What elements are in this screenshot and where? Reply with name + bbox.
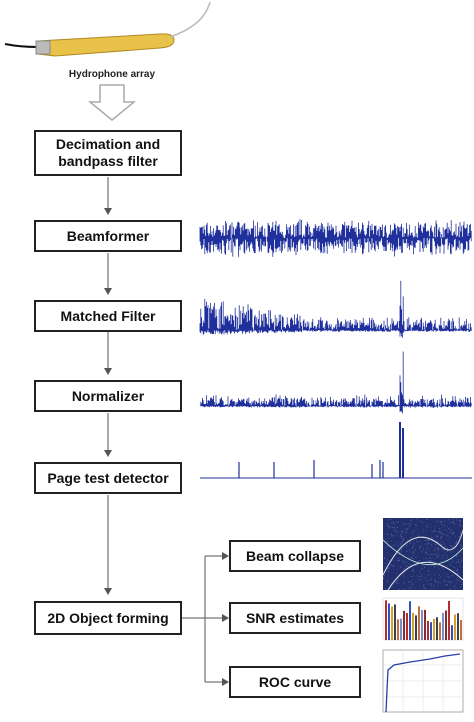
matched-filter-label: Matched Filter (60, 307, 156, 324)
page-test-detector-label: Page test detector (47, 469, 169, 486)
snr-estimates-label: SNR estimates (245, 609, 345, 626)
snr-estimates-thumbnail (382, 597, 464, 641)
roc-curve-box: ROC curve (229, 666, 361, 698)
decimation-bandpass-box: Decimation and bandpass filter (34, 130, 182, 176)
hollow-arrow-icon (87, 84, 137, 121)
normalizer-box: Normalizer (34, 380, 182, 412)
roc-curve-thumbnail (382, 649, 464, 713)
hydrophone-array-label: Hydrophone array (69, 69, 156, 80)
object-forming-box: 2D Object forming (34, 601, 182, 635)
pipeline-connectors (104, 177, 229, 686)
hydrophone-array-illustration (4, 1, 211, 57)
decimation-label-line1: Decimation and (55, 136, 161, 152)
page-test-detector-box: Page test detector (34, 462, 182, 494)
beamformer-label: Beamformer (66, 227, 150, 244)
decimation-label-line2: bandpass filter (58, 153, 158, 169)
beamformer-box: Beamformer (34, 220, 182, 252)
normalizer-trace (199, 351, 472, 414)
normalizer-label: Normalizer (71, 387, 145, 404)
matched-filter-box: Matched Filter (34, 300, 182, 332)
beamformer-trace (199, 219, 472, 257)
beam-collapse-box: Beam collapse (229, 540, 361, 572)
roc-curve-label: ROC curve (258, 673, 332, 690)
object-forming-label: 2D Object forming (47, 609, 169, 626)
signal-traces (199, 219, 472, 479)
matched-filter-trace (199, 280, 472, 338)
beam-collapse-thumbnail (382, 518, 464, 591)
snr-estimates-box: SNR estimates (229, 602, 361, 634)
beam-collapse-label: Beam collapse (245, 547, 345, 564)
